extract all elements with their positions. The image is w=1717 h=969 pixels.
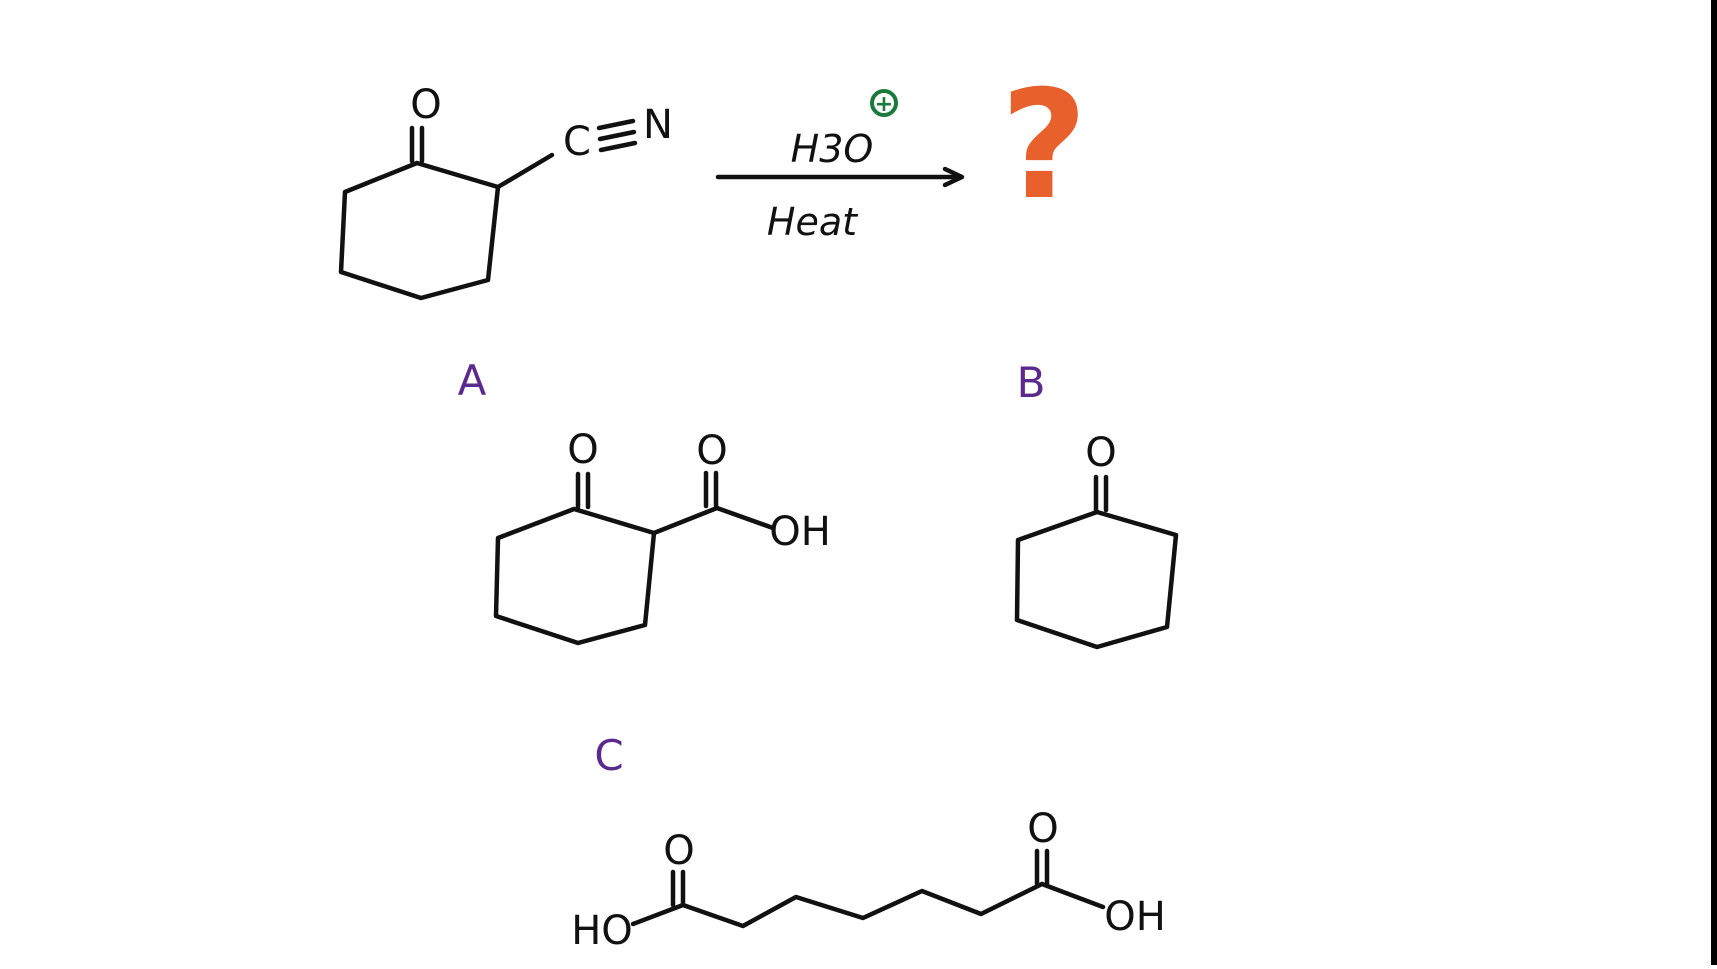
- option-label-a: A: [458, 356, 487, 405]
- nitrile-triple-bond-2: [597, 129, 637, 142]
- positive-charge-sign: +: [875, 92, 893, 117]
- option-a-ring: [493, 506, 657, 646]
- option-label-c: C: [594, 731, 623, 780]
- starting-material: O C N: [338, 82, 673, 301]
- option-c-left-hydroxyl: HO: [571, 908, 633, 954]
- option-b-structure: O: [1014, 430, 1179, 650]
- nitrile-triple-bond-3: [598, 140, 638, 153]
- positive-charge-circle: [870, 89, 898, 117]
- option-c-right-oxygen: O: [1027, 806, 1058, 852]
- option-a-acid-oxygen: O: [696, 428, 727, 474]
- option-a-alpha-bond: [651, 505, 720, 536]
- starting-nitrile-carbon: C: [563, 119, 591, 165]
- option-c-chain: [680, 881, 1045, 929]
- option-a-structure: O O OH: [493, 427, 831, 646]
- option-a-acid-hydroxyl: OH: [769, 509, 831, 555]
- option-c-right-oh-bond: [1039, 881, 1106, 910]
- option-c-right-hydroxyl: OH: [1104, 894, 1166, 940]
- reagent-hydronium: H3O: [791, 127, 874, 171]
- reaction-arrow-head: [942, 166, 965, 188]
- option-b-ketone-oxygen: O: [1085, 430, 1116, 476]
- unknown-product-question-mark: ?: [1000, 59, 1087, 233]
- option-a-oh-bond: [714, 505, 776, 531]
- starting-ketone-oxygen: O: [410, 82, 441, 128]
- nitrile-triple-bond-1: [596, 118, 636, 131]
- starting-cn-single-bond: [495, 152, 555, 190]
- option-b-ring: [1014, 509, 1179, 650]
- starting-ring: [338, 160, 501, 301]
- reagent-heat: Heat: [767, 200, 859, 244]
- option-c-structure: O HO O OH: [571, 806, 1166, 954]
- option-a-ketone-oxygen: O: [567, 427, 598, 473]
- option-label-b: B: [1017, 358, 1046, 407]
- window-right-edge: [1711, 0, 1717, 965]
- option-c-left-oxygen: O: [663, 828, 694, 874]
- reaction-conditions: H3O + Heat: [715, 89, 965, 244]
- starting-nitrile-nitrogen: N: [643, 102, 673, 148]
- option-c-left-oh-bond: [630, 902, 686, 927]
